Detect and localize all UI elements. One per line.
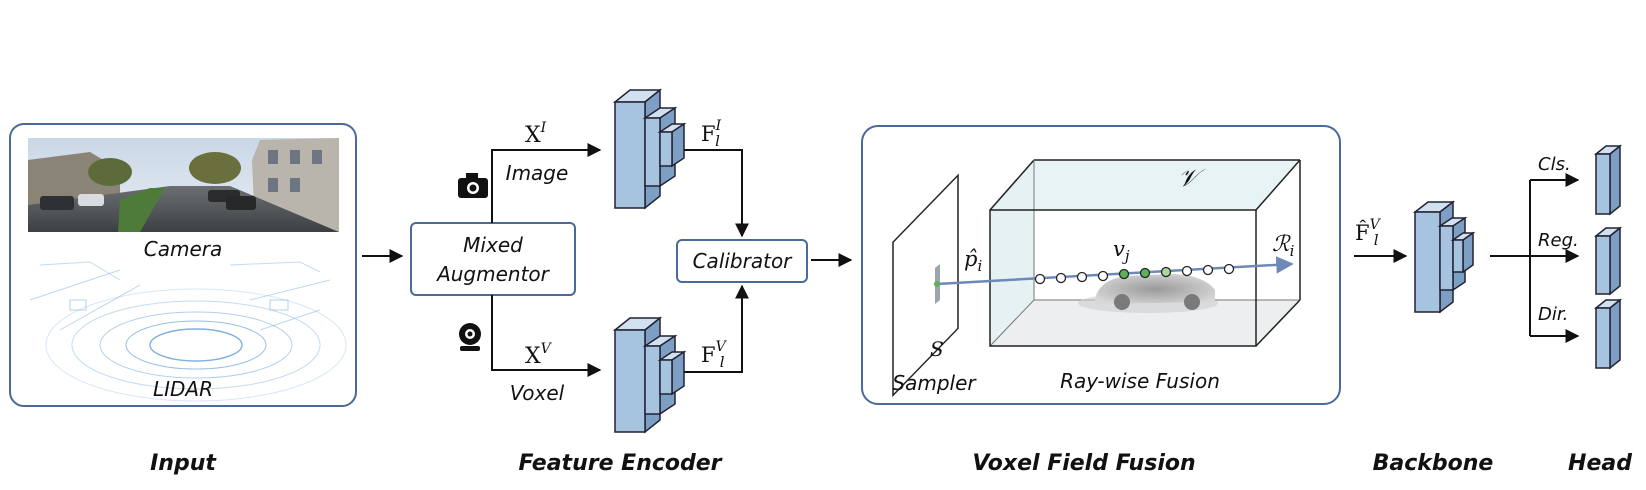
sample-point-active	[1118, 268, 1130, 280]
sample-point	[1097, 270, 1109, 282]
section-title-backbone: Backbone	[1373, 451, 1494, 476]
dir-label: Dir.	[1538, 304, 1568, 325]
ray-origin	[934, 281, 940, 287]
backbone-feature-stack	[1412, 200, 1476, 314]
fusion-panel: S Sampler p̂i 𝒱	[861, 125, 1341, 405]
vj-symbol: vj	[1113, 237, 1130, 265]
arrow-voxel-branch	[491, 295, 602, 377]
head-dir-block	[1593, 298, 1623, 370]
sampler-plane	[892, 173, 959, 398]
webcam-icon	[459, 323, 481, 351]
section-title-encoder: Feature Encoder	[518, 451, 722, 476]
sample-point	[1076, 271, 1088, 283]
mixed-augmentor-box: Mixed Augmentor	[410, 222, 576, 296]
arrow-voxel-to-calibrator	[684, 284, 749, 373]
sampler-symbol: S	[930, 337, 944, 361]
sample-point-active	[1139, 267, 1151, 279]
sample-point-partial	[1160, 266, 1172, 278]
augmentor-line2: Augmentor	[435, 262, 551, 286]
lidar-pointcloud	[29, 261, 347, 402]
calibrator-label: Calibrator	[693, 249, 794, 273]
voxel-volume-box	[989, 159, 1301, 347]
head-reg-block	[1593, 226, 1623, 296]
camera-image	[28, 138, 339, 232]
arrow-image-branch	[491, 143, 602, 223]
augmentor-line1: Mixed	[463, 233, 523, 257]
lidar-label: LIDAR	[153, 377, 213, 401]
ray-samples	[1034, 263, 1235, 285]
camera-icon	[458, 173, 488, 198]
input-panel: Camera LIDAR	[9, 123, 357, 407]
cls-label: Cls.	[1538, 154, 1571, 175]
reg-label: Reg.	[1538, 230, 1579, 251]
image-feature-stack	[612, 88, 687, 210]
sampler-label: Sampler	[892, 371, 977, 395]
car-shape	[1078, 274, 1218, 313]
ray-symbol: ℛi	[1272, 232, 1295, 260]
sample-point	[1055, 272, 1067, 284]
sample-point	[1034, 273, 1046, 285]
image-label: Image	[506, 161, 569, 185]
sample-point	[1181, 265, 1193, 277]
ray-fusion-label: Ray-wise Fusion	[1060, 369, 1220, 393]
section-title-input: Input	[150, 451, 217, 476]
section-title-head: Head	[1568, 451, 1632, 476]
x-image-symbol: XI	[525, 120, 547, 148]
p-hat-symbol: p̂i	[964, 247, 982, 275]
sample-point	[1223, 263, 1235, 275]
calibrator-box: Calibrator	[676, 239, 808, 283]
sample-point	[1202, 264, 1214, 276]
arrow-image-to-calibrator	[684, 149, 749, 238]
camera-label: Camera	[144, 237, 223, 261]
head-cls-block	[1593, 144, 1623, 216]
voxel-label: Voxel	[510, 381, 565, 405]
section-title-fusion: Voxel Field Fusion	[972, 451, 1195, 476]
voxel-feature-stack	[612, 316, 687, 434]
x-voxel-symbol: XV	[525, 341, 553, 369]
